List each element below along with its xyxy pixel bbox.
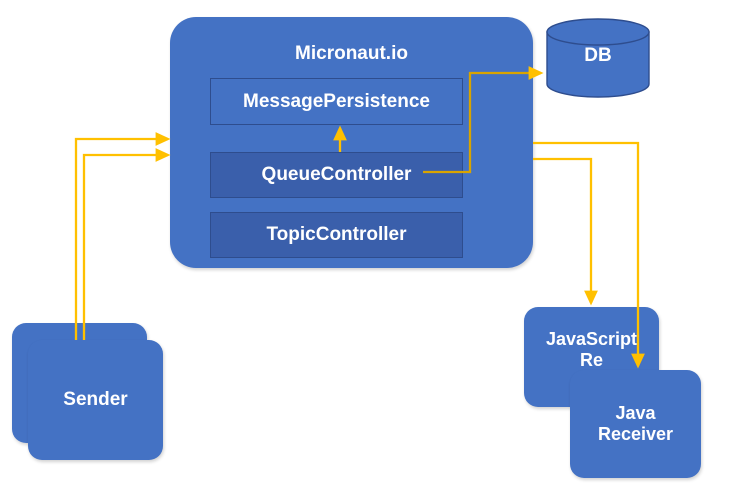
edge-sender-to-topic [82,148,171,340]
javascript-receiver-label: JavaScript Re [546,329,637,370]
javascript-receiver-label-line1: JavaScript [545,329,638,349]
topic-controller-box[interactable]: TopicController [210,212,463,258]
topic-controller-label: TopicController [266,224,407,246]
edge-sender-to-queue [74,132,171,340]
micronaut-title: Micronaut.io [295,43,408,64]
db-cylinder-shape[interactable] [546,18,650,98]
message-persistence-label: MessagePersistence [243,90,430,112]
queue-controller-box[interactable]: QueueController [210,152,463,198]
queue-controller-label: QueueController [261,164,412,186]
java-receiver-label: Java Receiver [598,403,673,444]
java-receiver-label-line2: Receiver [597,424,674,444]
message-persistence-box[interactable]: MessagePersistence [210,78,463,125]
javascript-receiver-label-line2: Re [579,349,603,370]
java-receiver-label-line1: Java [615,403,656,424]
micronaut-container[interactable]: Micronaut.io MessagePersistence QueueCon… [170,17,533,268]
java-receiver-box[interactable]: Java Receiver [570,370,701,478]
edge-micronaut-to-javascript-receiver [533,157,598,306]
db-label: DB [584,45,612,66]
sender-label: Sender [63,389,128,411]
sender-box-front[interactable]: Sender [28,340,163,460]
